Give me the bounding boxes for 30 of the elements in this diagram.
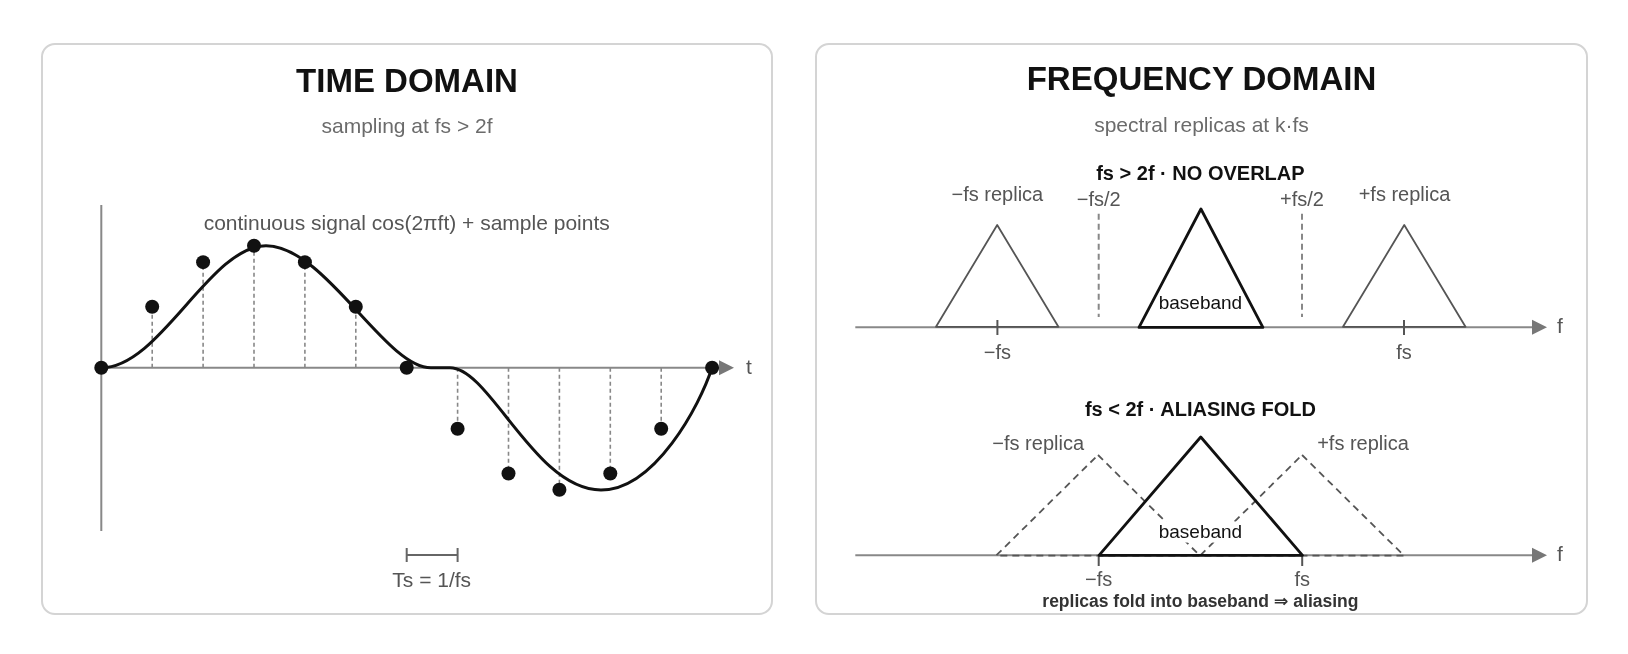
case-heading: fs < 2f · ALIASING FOLD (1084, 397, 1316, 421)
replica-label: −fs replica (992, 431, 1085, 455)
dimension-label: Ts = 1/fs (392, 567, 472, 593)
panel-card (41, 43, 773, 615)
axis-label: f (1557, 541, 1563, 567)
case-heading: fs > 2f · NO OVERLAP (1096, 161, 1305, 184)
conclusion-note: replicas fold into baseband ⇒ aliasing (1042, 590, 1359, 612)
tick-label: −fs (1085, 567, 1113, 591)
replica-label: −fs replica (951, 182, 1044, 206)
tick-label: fs (1294, 567, 1310, 591)
baseband-spectrum-triangle (1096, 435, 1305, 558)
nyquist-label: +fs/2 (1280, 187, 1324, 211)
panel-subtitle: sampling at fs > 2f (321, 113, 493, 139)
band-label: baseband (1158, 292, 1243, 314)
replica-spectrum-triangle (934, 223, 1061, 330)
replica-label: +fs replica (1317, 431, 1409, 455)
replica-spectrum-triangle (1340, 223, 1467, 330)
panel-title: TIME DOMAIN (296, 62, 518, 100)
axis-label: f (1557, 313, 1563, 339)
panel-title: FREQUENCY DOMAIN (1026, 60, 1377, 98)
panel-subtitle: spectral replicas at k·fs (1094, 112, 1309, 138)
baseband-spectrum-triangle (1136, 206, 1265, 330)
tick-label: −fs (983, 340, 1011, 364)
tick-label: fs (1396, 340, 1412, 364)
replica-label: +fs replica (1358, 182, 1451, 206)
panel-card (815, 43, 1588, 615)
axis-label: t (746, 354, 752, 380)
band-label: baseband (1158, 521, 1243, 543)
plot-caption: continuous signal cos(2πft) + sample points (203, 210, 610, 235)
nyquist-label: −fs/2 (1076, 187, 1121, 211)
